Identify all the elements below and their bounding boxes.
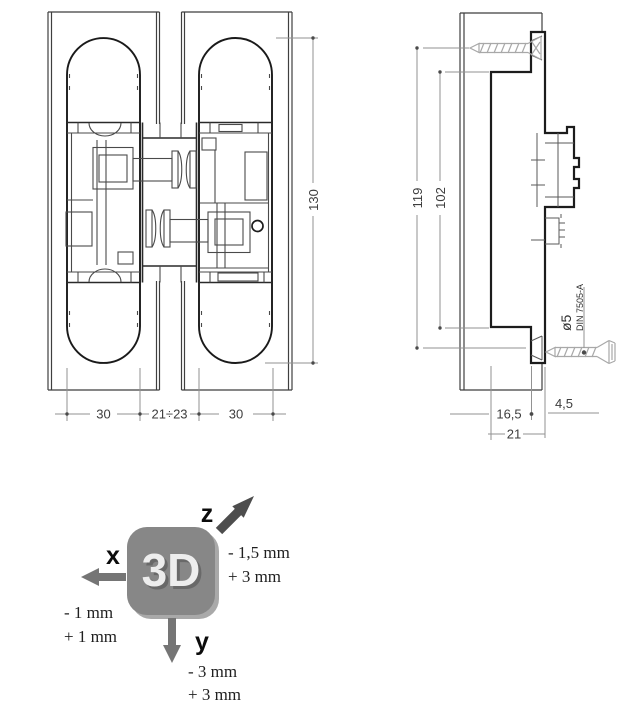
- x-axis-label: x: [106, 542, 120, 570]
- dimension-119: 119: [410, 46, 526, 350]
- y-plus-value: + 3 mm: [188, 685, 241, 704]
- dim-102-value: 102: [433, 187, 448, 209]
- z-minus-value: - 1,5 mm: [228, 543, 290, 562]
- z-axis-label: z: [201, 500, 214, 528]
- front-view: 130 30 21÷23 30: [47, 11, 321, 422]
- screw-diameter-label: ø5: [558, 314, 574, 331]
- screw-spec-label: ø5 DIN 7505-A: [558, 284, 587, 355]
- dim-height-value: 130: [306, 189, 321, 211]
- dimension-widths-row: 30 21÷23 30: [55, 368, 286, 422]
- door-panel-left: [47, 11, 161, 391]
- y-minus-value: - 3 mm: [188, 662, 237, 681]
- y-axis-arrow-icon: [163, 618, 181, 663]
- badge-3d: [127, 527, 215, 615]
- pivot-clip-detail: [545, 214, 565, 248]
- x-minus-value: - 1 mm: [64, 603, 113, 622]
- hinge-side-profile: [489, 30, 581, 365]
- cup-screw-ticks-right: [200, 74, 271, 327]
- screw-standard-label: DIN 7505-A: [575, 284, 585, 331]
- hinge-mechanism: [65, 121, 272, 284]
- dim-16-5-value: 16,5: [496, 407, 521, 422]
- top-screw: [468, 35, 542, 61]
- y-axis-label: y: [195, 628, 209, 656]
- dimension-height-130: 130: [265, 36, 321, 365]
- dim-width-left: 30: [96, 407, 110, 422]
- adjustment-screw-head: [251, 219, 264, 233]
- dim-119-value: 119: [410, 188, 425, 209]
- x-axis-arrow-icon: [81, 568, 126, 586]
- side-view: ø5 DIN 7505-A 119 102: [410, 12, 616, 442]
- z-axis-arrow-icon: [215, 496, 254, 535]
- dim-width-gap: 21÷23: [151, 407, 187, 422]
- z-plus-value: + 3 mm: [228, 567, 281, 586]
- bottom-screw: [544, 339, 616, 365]
- adjustment-legend: 3D 3D z - 1,5 mm + 3 mm x - 1 mm + 1 mm …: [64, 496, 290, 704]
- dim-4-5-value: 4,5: [555, 396, 573, 411]
- frame-panel: [459, 12, 543, 391]
- cup-screw-ticks-left: [68, 74, 139, 327]
- dim-width-right: 30: [229, 407, 243, 422]
- badge-3d-label: 3D: [142, 544, 201, 596]
- door-panel-right: [180, 11, 293, 391]
- badge-3d-label-shadow: 3D: [145, 547, 204, 599]
- dimension-102: 102: [433, 70, 489, 330]
- dimension-depths: 16,5 4,5 21: [450, 366, 599, 442]
- x-plus-value: + 1 mm: [64, 627, 117, 646]
- dim-21-value: 21: [507, 427, 521, 442]
